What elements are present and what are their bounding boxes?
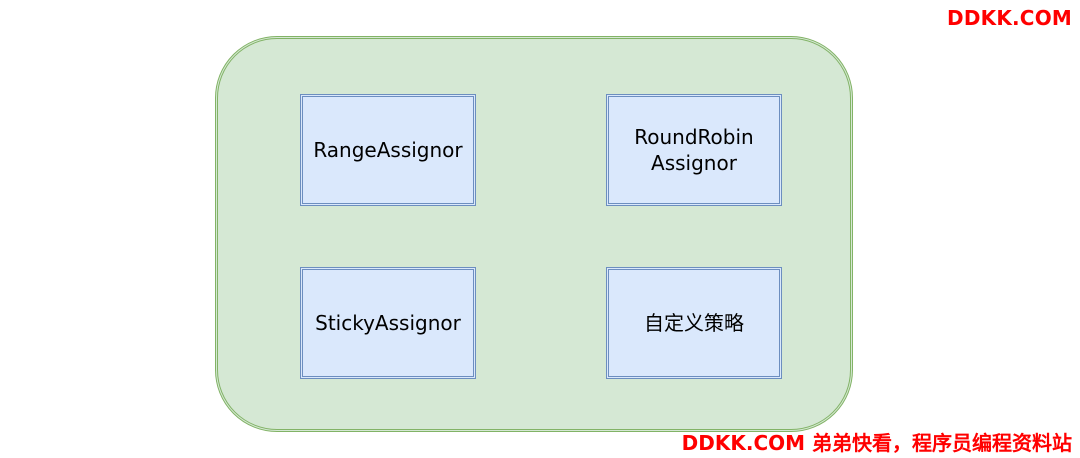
node-label: 自定义策略 — [644, 311, 744, 335]
node-label: RoundRobin Assignor — [634, 125, 754, 175]
watermark-top: DDKK.COM — [947, 6, 1072, 30]
watermark-bottom: DDKK.COM 弟弟快看，程序员编程资料站 — [681, 431, 1072, 455]
node-range-assignor[interactable]: RangeAssignor — [300, 94, 476, 206]
node-label: RangeAssignor — [313, 138, 463, 162]
node-custom-strategy[interactable]: 自定义策略 — [606, 267, 782, 379]
node-label: StickyAssignor — [315, 311, 461, 335]
node-round-robin-assignor[interactable]: RoundRobin Assignor — [606, 94, 782, 206]
node-sticky-assignor[interactable]: StickyAssignor — [300, 267, 476, 379]
